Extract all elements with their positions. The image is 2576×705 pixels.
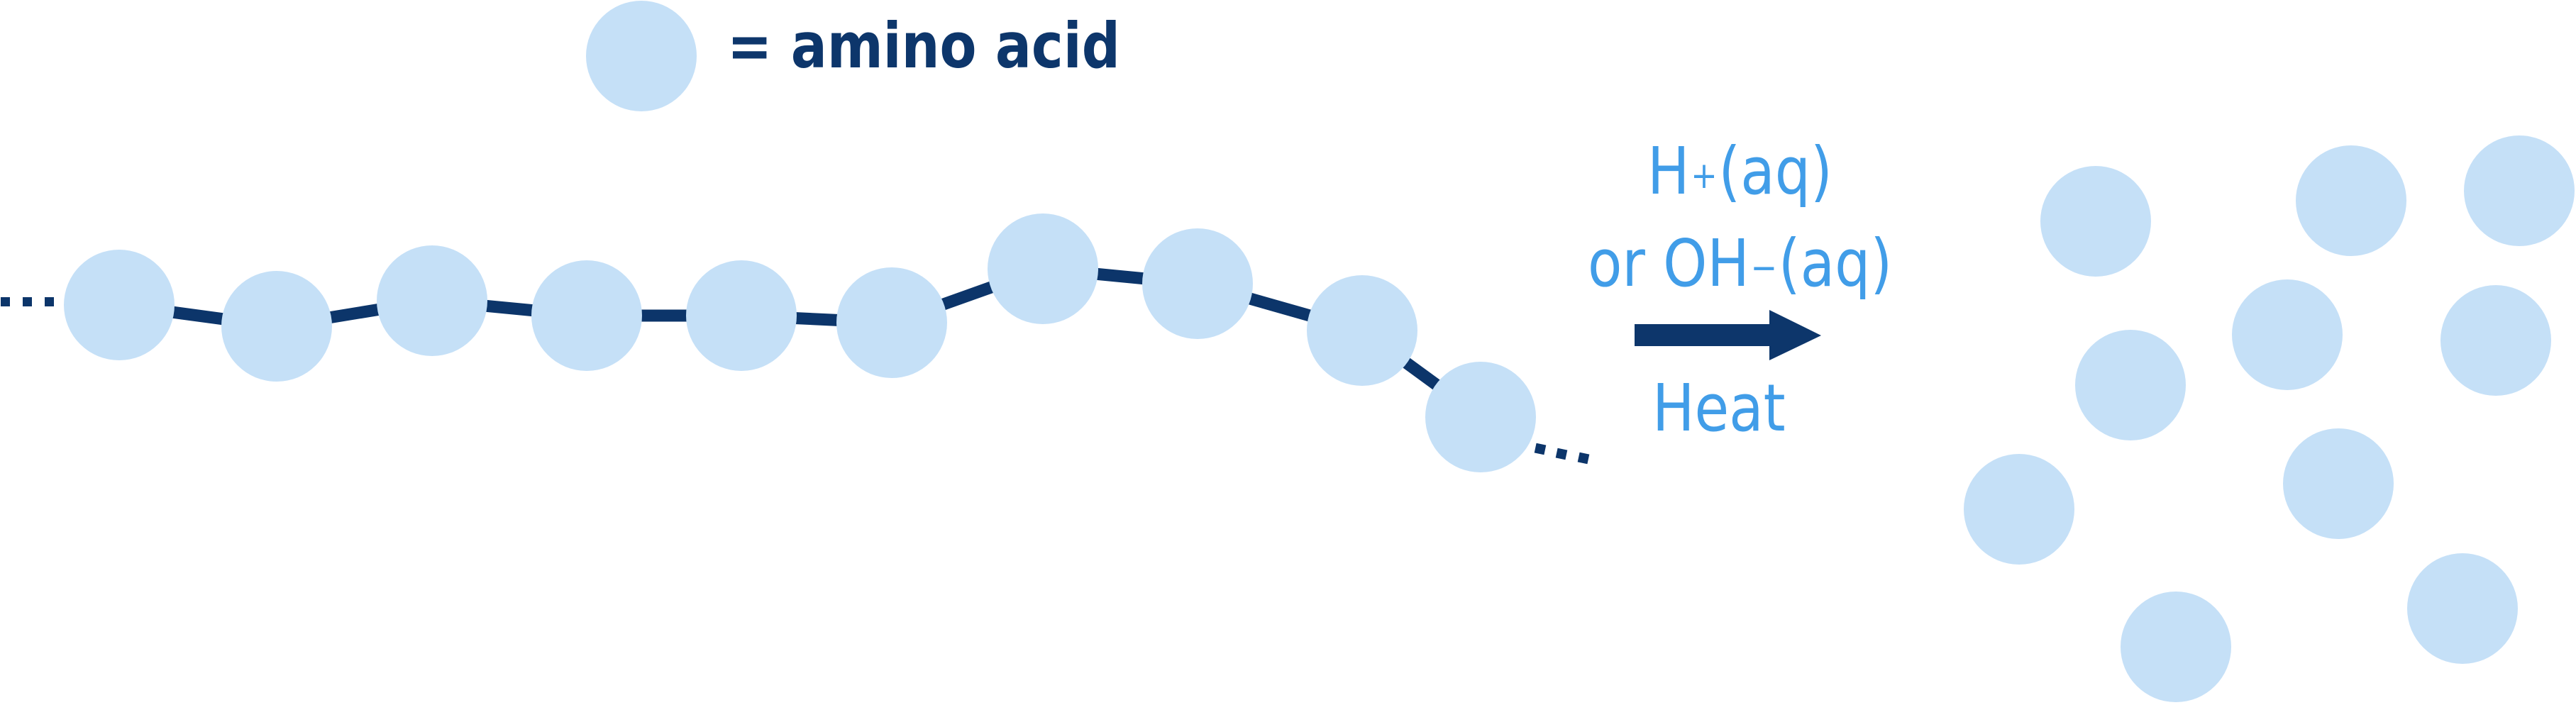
condition-acid: H+(aq) xyxy=(1647,139,1833,204)
amino-acid-residue xyxy=(531,260,642,371)
legend-label: = amino acid xyxy=(727,9,1120,82)
amino-acid-circle-icon xyxy=(586,1,697,111)
amino-acid-residue xyxy=(377,245,487,356)
free-amino-acid xyxy=(1964,454,2074,565)
free-amino-acid xyxy=(2464,135,2575,246)
free-amino-acid xyxy=(2407,553,2518,664)
chain-continuation-left-icon xyxy=(1,297,54,306)
legend-amino-acid-icon xyxy=(586,1,697,111)
amino-acid-residue xyxy=(836,267,947,378)
condition-acid-state: (aq) xyxy=(1718,133,1833,209)
condition-base-oh: or OH xyxy=(1588,226,1749,301)
ellipsis-dot xyxy=(1555,448,1568,460)
amino-acid-residue xyxy=(686,260,797,371)
right-arrow-icon xyxy=(1635,310,1821,360)
free-amino-acid xyxy=(2440,285,2551,396)
amino-acid-residue xyxy=(1425,362,1536,472)
condition-heat: Heat xyxy=(1652,370,1786,446)
amino-acid-residue xyxy=(1142,228,1253,339)
arrow-head xyxy=(1769,310,1821,360)
amino-acid-residue xyxy=(988,213,1098,324)
free-amino-acid xyxy=(2121,592,2231,702)
free-amino-acid xyxy=(2040,166,2151,277)
condition-base: or OH−(aq) xyxy=(1588,231,1892,296)
amino-acid-residue xyxy=(1307,275,1417,386)
ellipsis-dot xyxy=(1534,443,1547,455)
free-amino-acid xyxy=(2283,428,2394,539)
ellipsis-dot xyxy=(1,297,10,306)
chain-continuation-right-icon xyxy=(1534,443,1590,465)
polypeptide-chain xyxy=(64,213,1536,472)
free-amino-acid xyxy=(2232,279,2343,390)
condition-acid-charge: + xyxy=(1691,155,1718,197)
condition-base-charge: − xyxy=(1750,247,1778,289)
free-amino-acid xyxy=(2075,330,2186,440)
ellipsis-dot xyxy=(45,297,54,306)
ellipsis-dot xyxy=(1577,452,1590,465)
amino-acid-residue xyxy=(64,250,175,360)
condition-base-state: (aq) xyxy=(1778,226,1893,301)
free-amino-acid xyxy=(2296,145,2406,256)
amino-acid-residue xyxy=(221,271,332,382)
arrow-shaft xyxy=(1635,324,1769,346)
condition-acid-h: H xyxy=(1647,133,1690,209)
ellipsis-dot xyxy=(23,297,32,306)
free-amino-acids xyxy=(1964,135,2575,702)
